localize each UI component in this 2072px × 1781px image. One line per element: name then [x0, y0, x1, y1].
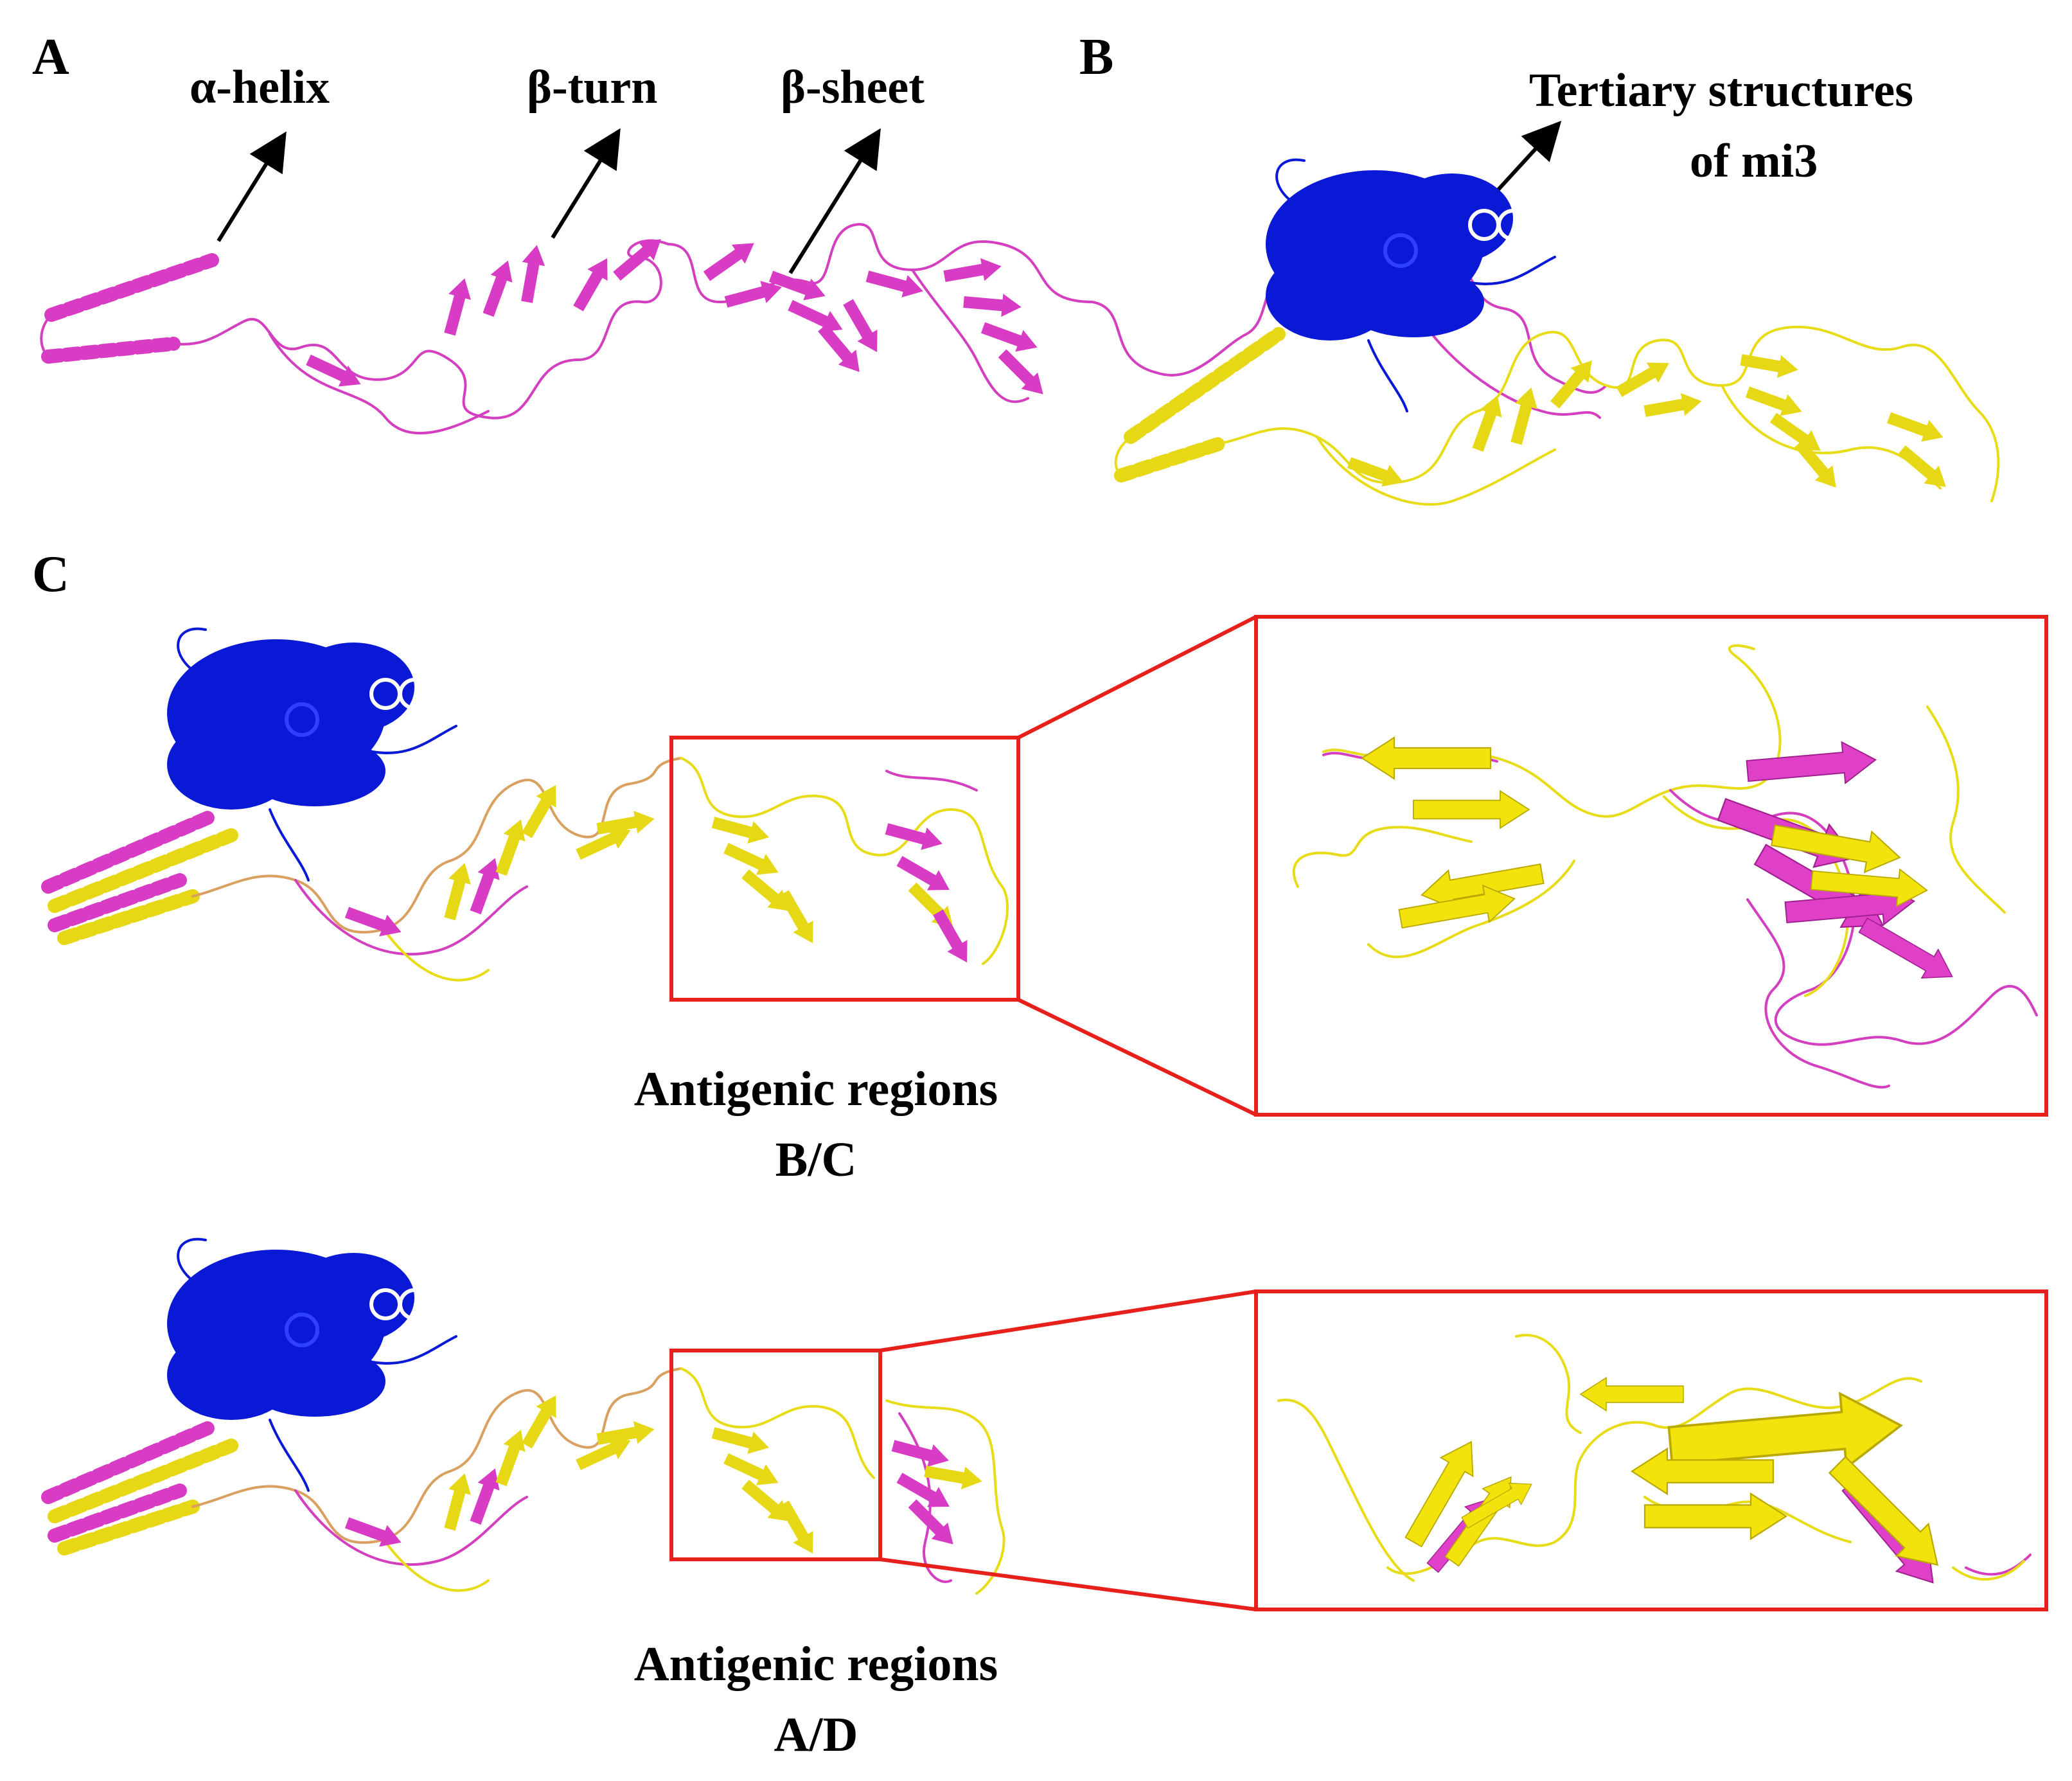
arrow-icon	[788, 128, 881, 274]
beta-sheet-label: β-sheet	[781, 61, 925, 114]
panel-a-letter: A	[32, 29, 69, 85]
zoom-connector	[1017, 998, 1257, 1117]
panel-c-top-structure	[41, 629, 1009, 982]
caption-ad-line2: A/D	[774, 1708, 858, 1762]
caption-ad-line1: Antigenic regions	[634, 1637, 998, 1691]
panel-a-structure	[40, 209, 1607, 435]
tertiary-structures-label: Tertiary structures	[1529, 64, 1913, 117]
zoom-connector	[1017, 615, 1257, 740]
zoom-ad-structure	[1277, 1334, 2032, 1597]
caption-bc-line2: B/C	[775, 1133, 857, 1187]
zoom-panel-ad	[1254, 1289, 2048, 1611]
zoom-connector	[880, 1557, 1257, 1611]
zoom-box-bc	[669, 736, 1020, 1002]
panel-c-bottom-structure	[41, 1239, 1005, 1595]
arrow-icon	[217, 131, 287, 242]
beta-turn-label: β-turn	[527, 61, 657, 114]
zoom-bc-structure	[1292, 644, 2038, 1089]
zoom-box-ad	[669, 1349, 882, 1561]
panel-c-letter: C	[32, 546, 69, 603]
zoom-panel-bc	[1254, 615, 2048, 1117]
zoom-connector	[880, 1289, 1257, 1352]
arrow-icon	[551, 128, 621, 239]
panel-b-letter: B	[1079, 29, 1113, 85]
caption-bc-line1: Antigenic regions	[634, 1062, 998, 1116]
mi3-label: of mi3	[1690, 135, 1818, 188]
alpha-helix-label: α-helix	[190, 61, 330, 114]
panel-b-structure	[1114, 160, 2000, 506]
